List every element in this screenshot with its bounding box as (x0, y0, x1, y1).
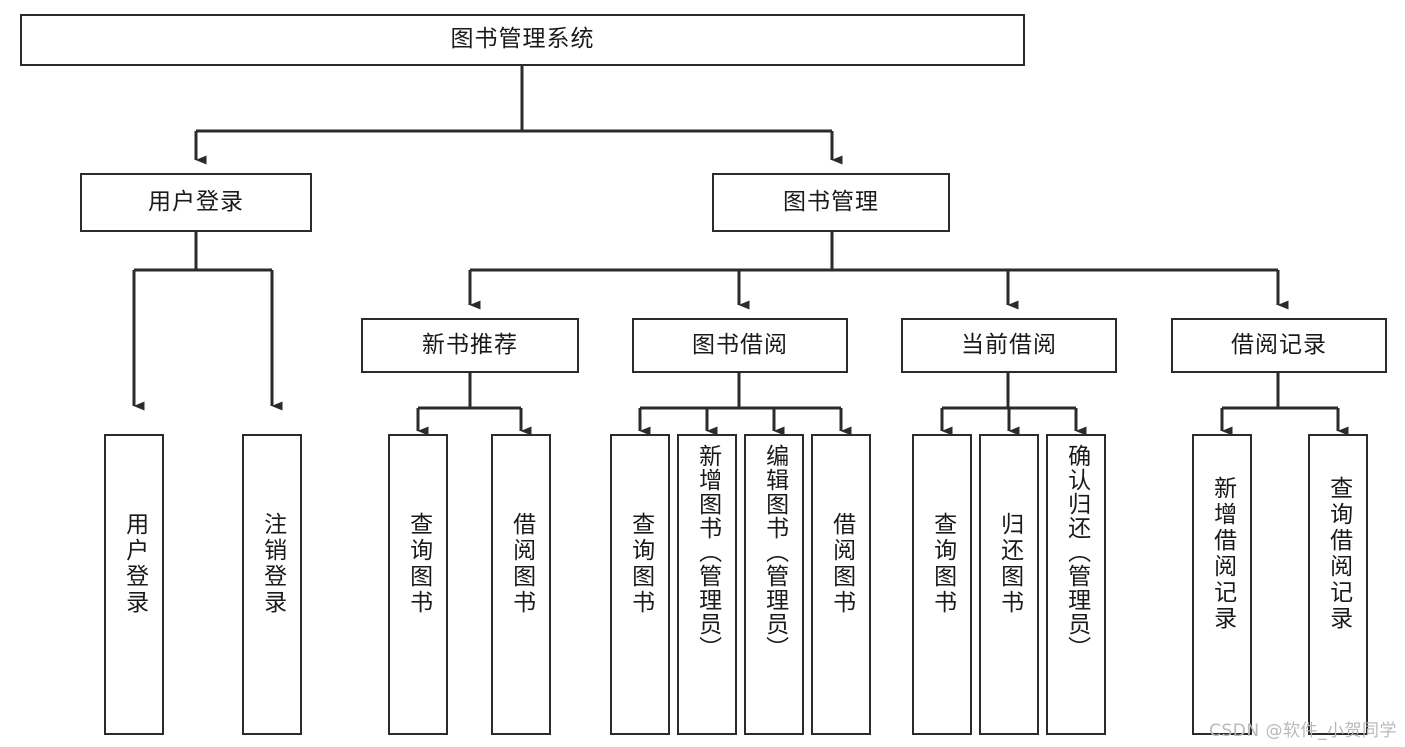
node-label: 图书管理 (783, 188, 879, 215)
node-label: 新书推荐 (422, 331, 518, 358)
leaf-new-book-borrow-book[interactable]: 借阅图书 (491, 434, 551, 735)
node-label: 借阅图书 (508, 512, 535, 616)
node-label: 查询图书 (929, 512, 956, 616)
node-label: 查询借阅记录 (1325, 476, 1352, 632)
node-label: 图书管理系统 (450, 26, 595, 53)
node-user-login[interactable]: 用户登录 (80, 173, 312, 232)
leaf-book-borrow-query-book[interactable]: 查询图书 (610, 434, 670, 735)
leaf-book-borrow-borrow-book[interactable]: 借阅图书 (811, 434, 871, 735)
leaf-new-book-query-book[interactable]: 查询图书 (388, 434, 448, 735)
leaf-user-login-login[interactable]: 用户登录 (104, 434, 164, 735)
node-label: 查询图书 (405, 512, 432, 616)
node-label: 借阅记录 (1231, 331, 1327, 358)
leaf-current-borrow-confirm-return-admin[interactable]: 确认归还（管理员） (1046, 434, 1106, 735)
leaf-borrow-record-query-record[interactable]: 查询借阅记录 (1308, 434, 1368, 735)
node-current-borrow[interactable]: 当前借阅 (901, 318, 1117, 373)
node-label: 用户登录 (148, 188, 244, 215)
leaf-current-borrow-return-book[interactable]: 归还图书 (979, 434, 1039, 735)
leaf-book-borrow-edit-book-admin[interactable]: 编辑图书（管理员） (744, 434, 804, 735)
node-label: 确认归还（管理员） (1063, 444, 1090, 660)
node-book-management[interactable]: 图书管理 (712, 173, 950, 232)
leaf-current-borrow-query-book[interactable]: 查询图书 (912, 434, 972, 735)
node-label: 注销登录 (259, 512, 286, 616)
node-label: 编辑图书（管理员） (761, 444, 788, 660)
node-label: 新增借阅记录 (1209, 476, 1236, 632)
leaf-user-login-logout[interactable]: 注销登录 (242, 434, 302, 735)
node-label: 归还图书 (996, 512, 1023, 616)
node-root-book-management-system[interactable]: 图书管理系统 (20, 14, 1025, 66)
csdn-watermark: CSDN @软件_小贺同学 (1209, 721, 1397, 741)
leaf-book-borrow-add-book-admin[interactable]: 新增图书（管理员） (677, 434, 737, 735)
node-book-borrow[interactable]: 图书借阅 (632, 318, 848, 373)
leaf-borrow-record-add-record[interactable]: 新增借阅记录 (1192, 434, 1252, 735)
node-label: 新增图书（管理员） (694, 444, 721, 660)
node-label: 图书借阅 (692, 331, 788, 358)
node-label: 借阅图书 (828, 512, 855, 616)
node-label: 用户登录 (121, 512, 148, 616)
node-new-book-recommend[interactable]: 新书推荐 (361, 318, 579, 373)
node-borrow-record[interactable]: 借阅记录 (1171, 318, 1387, 373)
node-label: 当前借阅 (961, 331, 1057, 358)
node-label: 查询图书 (627, 512, 654, 616)
